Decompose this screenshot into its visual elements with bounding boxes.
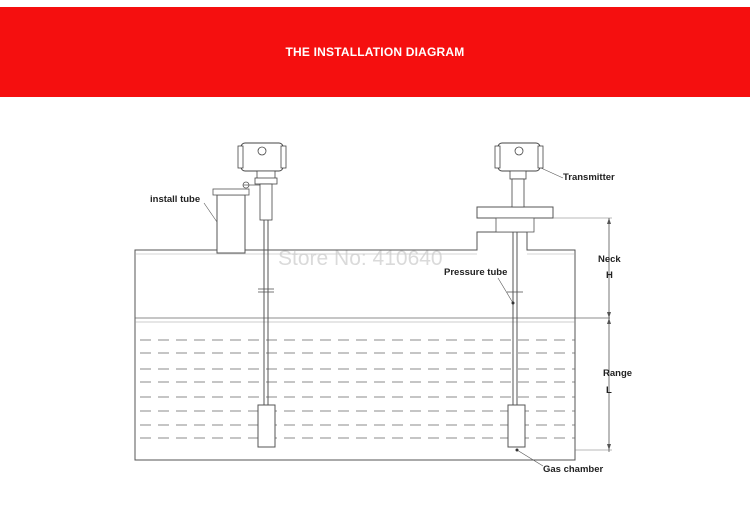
neck-symbol-label: H: [606, 270, 613, 281]
flange: [476, 206, 554, 219]
transmitter-label: Transmitter: [563, 172, 615, 183]
right-sensor: [507, 404, 526, 448]
page-title: THE INSTALLATION DIAGRAM: [285, 45, 465, 59]
neck-label: Neck: [598, 254, 621, 265]
liquid-dashes: [140, 339, 575, 439]
right-transmitter: [494, 142, 544, 208]
gas-chamber-label: Gas chamber: [543, 464, 603, 475]
range-label: Range: [603, 368, 632, 379]
watermark: Store No: 410640: [278, 247, 443, 270]
left-sensor: [257, 404, 276, 448]
range-symbol-label: L: [606, 385, 612, 396]
install-tube-label: install tube: [150, 194, 200, 205]
install-tube: [216, 194, 246, 254]
header-banner: THE INSTALLATION DIAGRAM: [0, 7, 750, 97]
pressure-tube-label: Pressure tube: [444, 267, 507, 278]
left-transmitter: [237, 142, 287, 221]
